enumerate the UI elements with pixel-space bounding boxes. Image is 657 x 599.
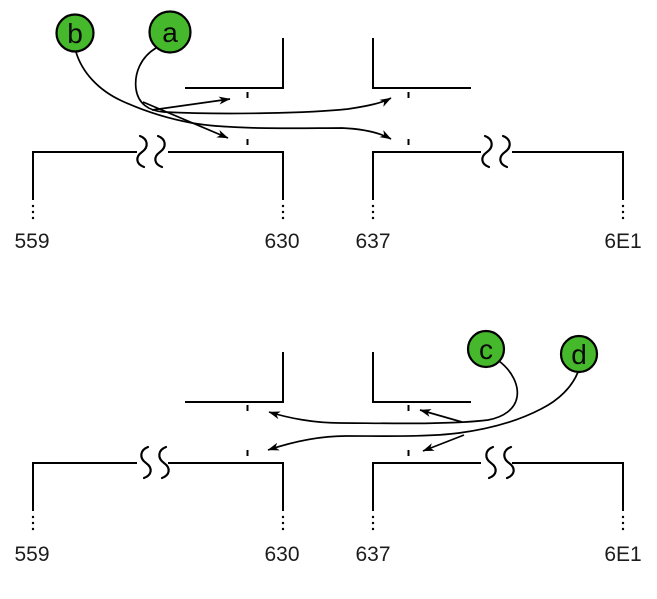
address-label: 630 (264, 230, 299, 253)
address-label: 637 (355, 230, 390, 253)
upper-right-bracket (372, 352, 471, 403)
lower-right-bracket (372, 151, 624, 200)
address-label: 630 (264, 543, 299, 566)
pointer-label-b: b (67, 18, 83, 49)
break-mark (158, 445, 170, 480)
upper-right-bracket (372, 38, 471, 89)
pointer-label-a: a (162, 17, 178, 48)
lower-left-bracket (32, 151, 284, 200)
pointer-node-c: c (466, 329, 506, 369)
lower-right-bracket (372, 462, 624, 511)
bottom-panel: 559 630 637 6E1 c d (14, 329, 642, 566)
pointer-arrow-a-left (151, 96, 231, 111)
pointer-curve-d-left (267, 371, 579, 451)
pointer-circle-c (466, 329, 506, 369)
break-mark (481, 134, 493, 169)
pointer-arrow-b-left (142, 101, 229, 139)
upper-left-bracket (185, 38, 284, 89)
pointer-node-b: b (55, 13, 95, 53)
address-label: 559 (14, 543, 49, 566)
pointer-circle-b (55, 13, 95, 53)
address-label: 559 (14, 230, 49, 253)
break-mark (499, 134, 511, 169)
pointer-circle-d (559, 334, 599, 374)
pointer-circle-a (148, 10, 192, 54)
top-panel: 559 630 637 6E1 b a (14, 10, 642, 253)
address-label: 6E1 (604, 230, 641, 253)
pointer-label-d: d (571, 339, 587, 370)
pointer-curve-b-right (75, 51, 392, 140)
pointer-node-d: d (559, 334, 599, 374)
pointer-curve-a-right (134, 47, 392, 115)
pointer-arrow-c-right (419, 409, 463, 423)
break-mark (136, 134, 148, 169)
upper-left-bracket (185, 352, 284, 403)
pointer-label-c: c (479, 334, 493, 365)
address-label: 6E1 (604, 543, 641, 566)
break-mark (154, 134, 166, 169)
break-mark (485, 445, 497, 480)
break-mark (503, 445, 515, 480)
pointer-curve-c-left (268, 360, 519, 425)
pointer-arrow-d-right (422, 434, 465, 452)
address-label: 637 (355, 543, 390, 566)
pointer-node-a: a (148, 10, 192, 54)
break-mark (140, 445, 152, 480)
lower-left-bracket (32, 462, 284, 511)
